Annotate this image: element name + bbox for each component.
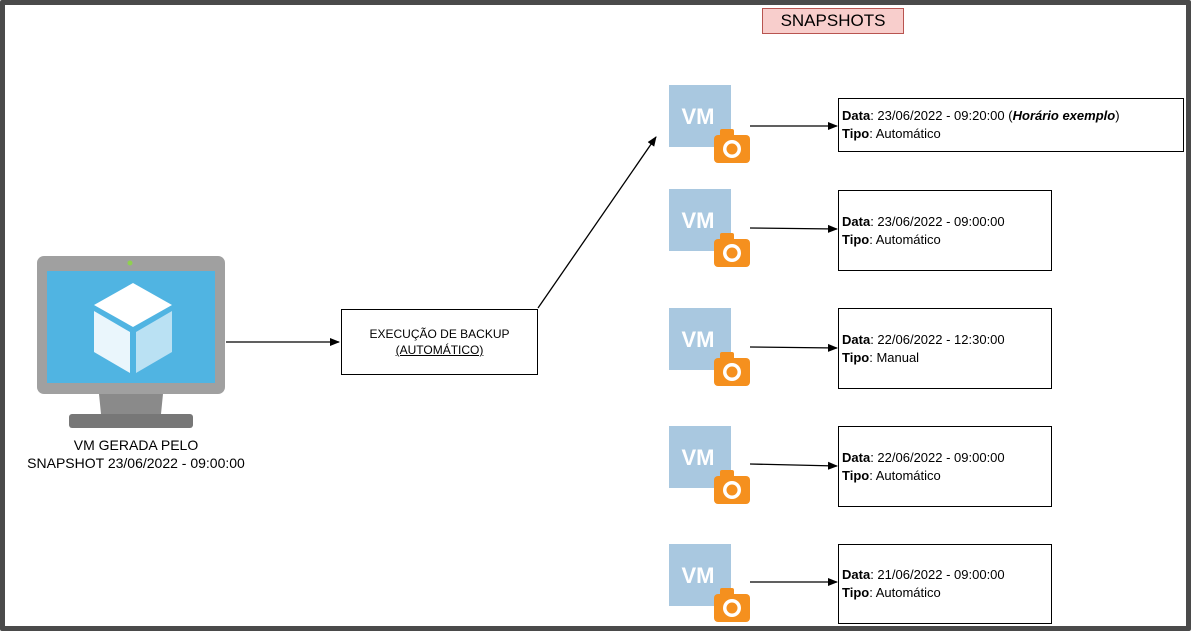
vm-caption: VM GERADA PELO SNAPSHOT 23/06/2022 - 09:… [0,436,272,472]
vm-snapshot-icon: VM [669,189,750,267]
snapshot-type: Manual [876,349,920,365]
snapshot-type: Automático [875,231,941,247]
arrow-snapshot-2 [749,224,838,233]
note-close: ) [1115,108,1120,123]
snapshot-info-box: Data: 21/06/2022 - 09:00:00 Tipo: Automá… [838,544,1052,624]
tipo-label: Tipo [842,467,870,483]
snapshot-date: 22/06/2022 - 09:00:00 [877,449,1005,465]
vm-snapshot-icon-text: VM [682,445,715,470]
data-label: Data [842,567,871,582]
data-label: Data [842,331,871,347]
snapshot-info-box: Data: 22/06/2022 - 12:30:00 Tipo: Manual [838,308,1052,389]
snapshot-date: 21/06/2022 - 09:00:00 [877,567,1005,582]
vm-snapshot-icon-text: VM [682,208,715,233]
snapshot-type-line: Tipo: Automático [842,231,941,247]
tipo-label: Tipo [842,349,870,365]
snapshot-note: Horário exemplo [1012,108,1116,123]
backup-execution-box: EXECUÇÃO DE BACKUP (AUTOMÁTICO) [341,309,538,375]
snapshot-info-box: Data: 23/06/2022 - 09:20:00 (Horário exe… [838,98,1184,152]
data-label: Data [842,213,871,229]
tipo-label: Tipo [842,231,870,247]
snapshot-type: Automático [875,467,941,483]
vm-snapshot-icon: VM [669,308,750,386]
snapshot-type: Automático [875,585,941,600]
data-label: Data [842,449,871,465]
backup-line2: (AUTOMÁTICO) [395,343,484,357]
snapshot-date-line: Data: 22/06/2022 - 12:30:00 [842,331,1005,347]
snapshot-date-line: Data: 21/06/2022 - 09:00:00 [842,567,1005,582]
arrow-snapshot-4 [749,461,838,470]
note-open: ( [1004,108,1013,123]
snapshot-date: 23/06/2022 - 09:20:00 [877,108,1005,123]
backup-line1: EXECUÇÃO DE BACKUP [369,327,510,341]
vm-snapshot-icon: VM [669,426,750,504]
arrow-snapshot-3 [749,343,838,352]
snapshot-type-line: Tipo: Automático [842,126,941,141]
tipo-label: Tipo [842,585,870,600]
vm-snapshot-icon-text: VM [682,104,715,129]
vm-caption-line2: SNAPSHOT 23/06/2022 - 09:00:00 [27,455,245,471]
snapshot-date: 22/06/2022 - 12:30:00 [877,331,1005,347]
vm-snapshot-icon: VM [669,85,750,163]
vm-snapshot-icon-text: VM [682,563,715,588]
snapshot-type-line: Tipo: Automático [842,585,941,600]
data-label: Data [842,108,871,123]
snapshot-date-line: Data: 23/06/2022 - 09:00:00 [842,213,1005,229]
tipo-label: Tipo [842,126,870,141]
snapshot-date-line: Data: 23/06/2022 - 09:20:00 (Horário exe… [842,108,1120,123]
snapshot-type-line: Tipo: Manual [842,349,920,365]
snapshot-info-box: Data: 22/06/2022 - 09:00:00 Tipo: Automá… [838,426,1052,507]
snapshot-info-box: Data: 23/06/2022 - 09:00:00 Tipo: Automá… [838,190,1052,271]
snapshots-title: SNAPSHOTS [762,8,904,34]
snapshot-type-line: Tipo: Automático [842,467,941,483]
snapshot-date-line: Data: 22/06/2022 - 09:00:00 [842,449,1005,465]
vm-snapshot-icon-text: VM [682,327,715,352]
snapshot-date: 23/06/2022 - 09:00:00 [877,213,1005,229]
vm-caption-line1: VM GERADA PELO [73,437,199,453]
vm-snapshot-icon: VM [669,544,750,622]
vm-monitor-icon [37,256,225,428]
snapshot-type: Automático [875,126,941,141]
arrow-backup-to-snapshot [537,136,657,309]
